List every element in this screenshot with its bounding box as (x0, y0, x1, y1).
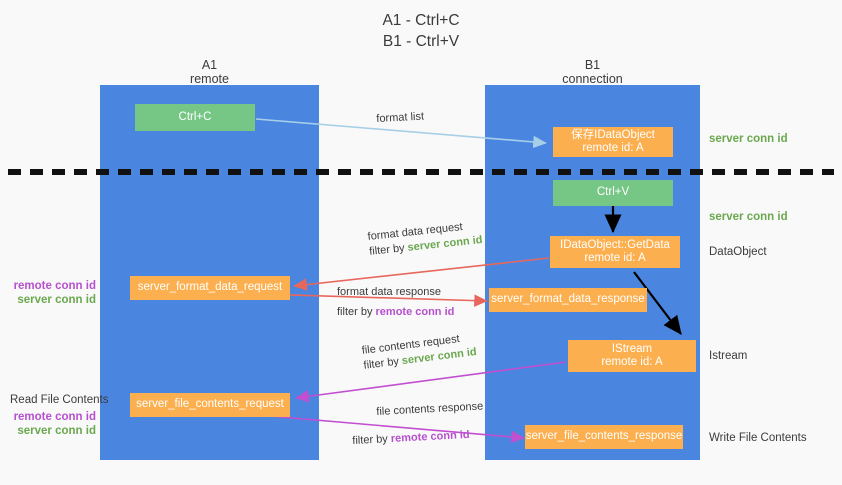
lane-a1-name: A1 (201, 58, 218, 72)
lane-header-a1: A1 remote (100, 58, 319, 86)
label-conn-ids-lower: remote conn id server conn id (10, 410, 96, 438)
node-server-format-data-response[interactable]: server_format_data_response (489, 288, 647, 312)
page-title: A1 - Ctrl+C B1 - Ctrl+V (0, 10, 842, 52)
edge-label-format-data-response-line1: format data response (337, 286, 441, 298)
filter-value-remote-conn-id: remote conn id (390, 428, 470, 445)
node-server-file-contents-response-label: server_file_contents_response (525, 430, 683, 443)
label-dataobject: DataObject (709, 246, 767, 258)
label-remote-conn-id-1: remote conn id (13, 280, 96, 292)
node-save-idataobject-line1: 保存IDataObject (571, 128, 655, 141)
node-server-file-contents-request[interactable]: server_file_contents_request (130, 393, 290, 417)
lane-a1-sub: remote (190, 72, 229, 86)
label-remote-conn-id-2: remote conn id (13, 411, 96, 423)
node-ctrl-c-label: Ctrl+C (178, 110, 212, 123)
node-istream-line1: IStream (611, 342, 653, 355)
label-read-file-contents: Read File Contents (10, 394, 109, 406)
node-getdata-line2: remote id: A (584, 252, 646, 264)
label-istream: Istream (709, 350, 748, 362)
node-getdata-line1: IDataObject::GetData (560, 238, 670, 251)
edge-label-format-list: format list (376, 110, 425, 125)
node-server-format-data-response-label: server_format_data_response (491, 293, 645, 306)
node-ctrl-c[interactable]: Ctrl+C (135, 104, 255, 131)
node-save-idataobject[interactable]: 保存IDataObject remote id: A (553, 127, 673, 157)
lane-b1-name: B1 (584, 58, 601, 72)
node-istream-line2: remote id: A (601, 356, 663, 368)
label-server-conn-id-1: server conn id (17, 294, 96, 306)
edge-label-format-data-response: format data response filter by remote co… (337, 285, 454, 320)
node-ctrl-v[interactable]: Ctrl+V (553, 180, 673, 206)
filter-prefix: filter by (368, 241, 409, 258)
node-ctrl-v-label: Ctrl+V (596, 186, 630, 199)
label-write-file-contents: Write File Contents (709, 432, 807, 444)
edge-label-file-contents-response-filter: filter by remote conn id (352, 428, 470, 449)
node-server-file-contents-response[interactable]: server_file_contents_response (525, 425, 683, 449)
node-server-format-data-request-label: server_format_data_request (137, 281, 283, 294)
label-conn-ids-upper: remote conn id server conn id (10, 279, 96, 307)
node-istream[interactable]: IStream remote id: A (568, 340, 696, 372)
filter-prefix: filter by (362, 355, 403, 372)
node-server-file-contents-request-label: server_file_contents_request (136, 398, 284, 411)
filter-prefix: filter by (352, 432, 392, 447)
label-server-conn-id-2: server conn id (17, 425, 96, 437)
node-save-idataobject-line2: remote id: A (582, 142, 644, 154)
lane-header-b1: B1 connection (485, 58, 700, 86)
edge-label-file-contents-request: file contents request filter by server c… (361, 330, 478, 374)
node-server-format-data-request[interactable]: server_format_data_request (130, 276, 290, 300)
edge-label-format-data-response-line2: filter by remote conn id (337, 305, 454, 320)
filter-prefix: filter by (337, 306, 376, 318)
lane-b1-sub: connection (562, 72, 623, 86)
title-line-2: B1 - Ctrl+V (382, 33, 460, 50)
label-server-conn-id-top: server conn id (709, 133, 788, 145)
label-server-conn-id-mid: server conn id (709, 211, 788, 223)
node-idataobject-getdata[interactable]: IDataObject::GetData remote id: A (550, 236, 680, 268)
title-line-1: A1 - Ctrl+C (382, 12, 460, 29)
edge-label-format-data-request: format data request filter by server con… (367, 218, 483, 260)
edge-label-file-contents-response: file contents response (376, 400, 484, 418)
filter-value-remote-conn-id: remote conn id (375, 306, 455, 318)
